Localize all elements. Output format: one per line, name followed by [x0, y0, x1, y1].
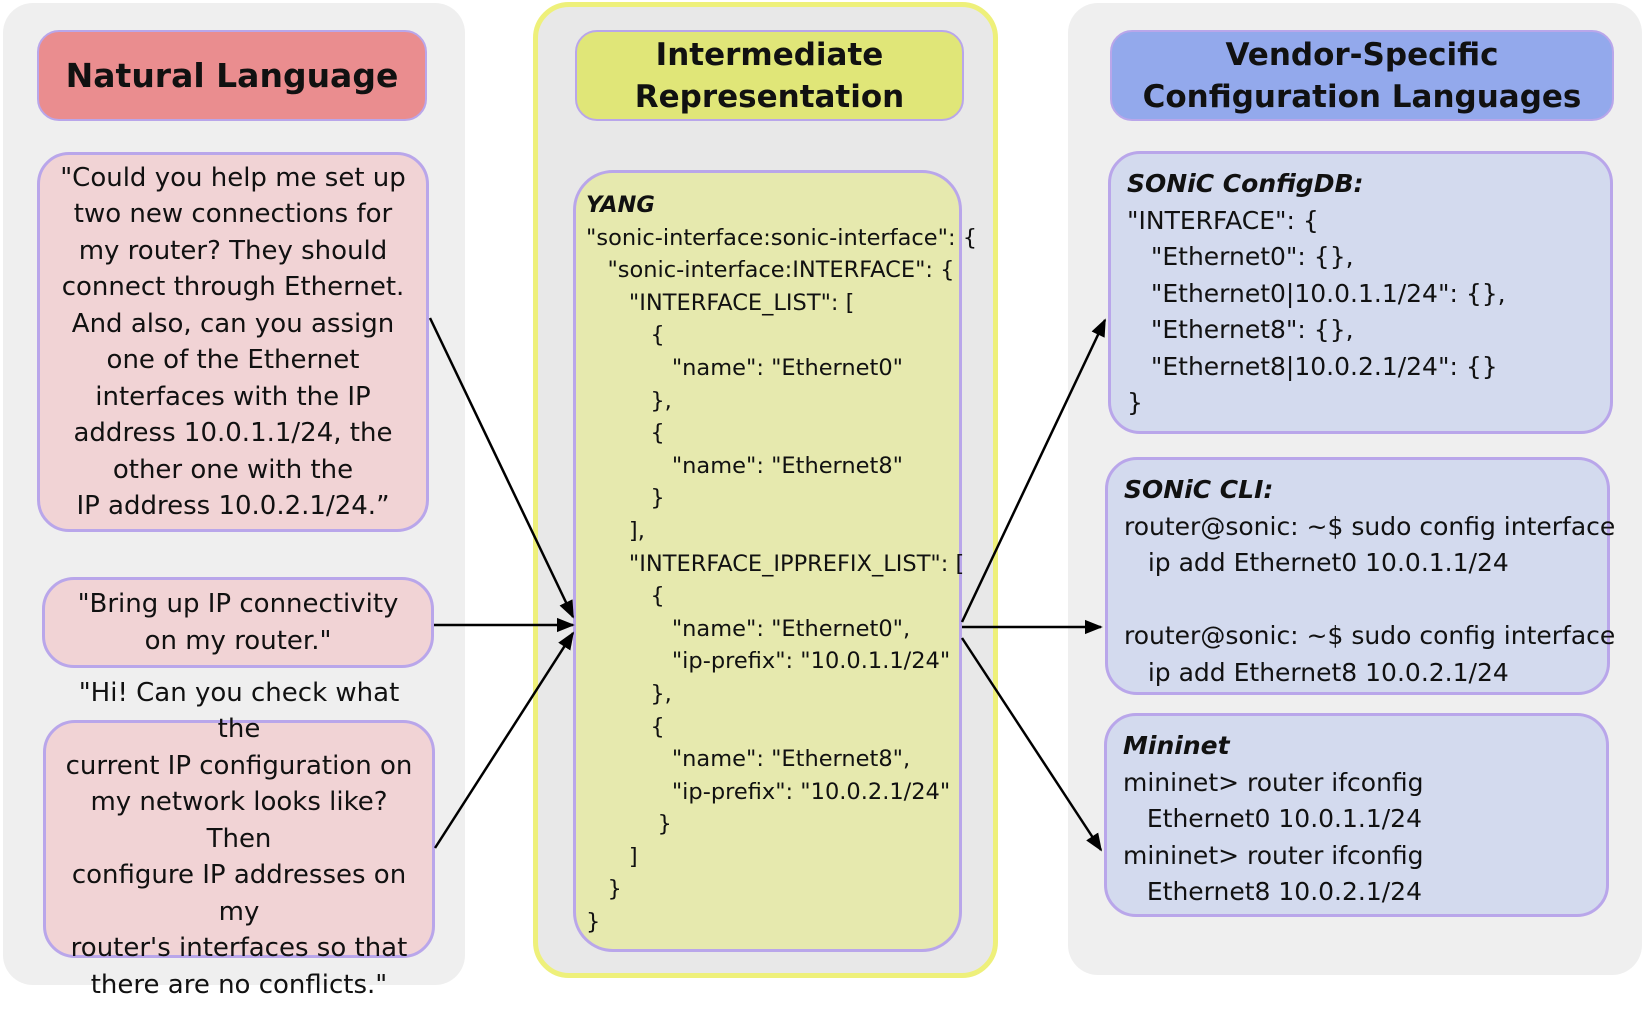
- arrow-prompt3-to-yang: [433, 631, 575, 849]
- yang-code: "sonic-interface:sonic-interface": { "so…: [586, 224, 978, 936]
- prompt-box-1: "Could you help me set up two new connec…: [37, 152, 429, 532]
- sonic-cli-title: SONiC CLI:: [1124, 475, 1274, 504]
- natural-language-header: Natural Language: [37, 30, 427, 121]
- vendor-specific-title: Vendor-Specific Configuration Languages: [1142, 36, 1582, 115]
- sonic-configdb-box: SONiC ConfigDB: "INTERFACE": { "Ethernet0…: [1108, 151, 1613, 434]
- prompt-box-3: "Hi! Can you check what the current IP c…: [43, 678, 435, 1000]
- yang-box: YANG "sonic-interface:sonic-interface": {…: [573, 170, 977, 952]
- intermediate-representation-title: Intermediate Representation: [634, 36, 905, 115]
- prompt-text-1: "Could you help me set up two new connec…: [60, 162, 406, 522]
- intermediate-representation-header: Intermediate Representation: [575, 30, 964, 121]
- mininet-box: Mininet mininet> router ifconfig Ethernet…: [1104, 713, 1609, 917]
- yang-title: YANG: [586, 192, 655, 218]
- prompt-box-2: "Bring up IP connectivity on my router.": [42, 577, 434, 668]
- arrow-yang-to-configdb: [960, 318, 1107, 623]
- mininet-code: mininet> router ifconfig Ethernet0 10.0.…: [1123, 767, 1424, 907]
- arrow-yang-to-mininet: [960, 637, 1103, 852]
- mininet-title: Mininet: [1123, 731, 1230, 760]
- sonic-cli-code-block: SONiC CLI: router@sonic: ~$ sudo config i…: [1124, 472, 1615, 691]
- sonic-cli-box: SONiC CLI: router@sonic: ~$ sudo config i…: [1105, 457, 1615, 695]
- sonic-configdb-title: SONiC ConfigDB:: [1127, 169, 1364, 198]
- natural-language-title: Natural Language: [65, 55, 399, 95]
- arrow-prompt1-to-yang: [428, 317, 575, 619]
- sonic-configdb-code: "INTERFACE": { "Ethernet0": {}, "Etherne…: [1127, 205, 1506, 418]
- prompt-text-2: "Bring up IP connectivity on my router.": [77, 589, 399, 656]
- yang-code-block: YANG "sonic-interface:sonic-interface": {…: [586, 189, 977, 939]
- sonic-configdb-code-block: SONiC ConfigDB: "INTERFACE": { "Ethernet0…: [1127, 166, 1506, 422]
- vendor-specific-header: Vendor-Specific Configuration Languages: [1110, 30, 1614, 121]
- prompt-text-3: "Hi! Can you check what the current IP c…: [65, 677, 413, 1000]
- mininet-code-block: Mininet mininet> router ifconfig Ethernet…: [1123, 728, 1424, 911]
- sonic-cli-code: router@sonic: ~$ sudo config interface i…: [1124, 511, 1616, 687]
